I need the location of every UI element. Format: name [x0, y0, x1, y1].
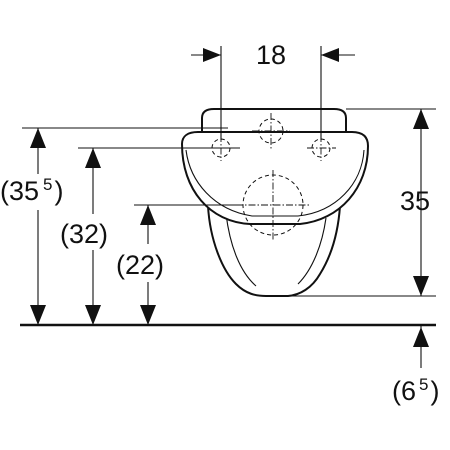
- dimension-left-middle: (32): [60, 147, 240, 325]
- dimension-right-height: 35: [290, 108, 436, 297]
- dimension-label-left-inner: (22): [116, 250, 164, 280]
- toilet-outline: [180, 108, 370, 297]
- toilet-bowl-inner-right: [297, 217, 327, 285]
- toilet-rim-inner: [185, 149, 365, 217]
- dimension-top-width: 18: [191, 40, 355, 140]
- dimension-label-top-width: 18: [256, 40, 286, 70]
- toilet-rim: [180, 131, 370, 225]
- dimension-left-inner: (22): [116, 204, 240, 325]
- dimension-label-right-height: 35: [400, 186, 430, 216]
- dimension-label-left-middle: (32): [60, 219, 108, 249]
- toilet-bowl-inner: [225, 213, 257, 287]
- toilet-lid: [201, 108, 347, 135]
